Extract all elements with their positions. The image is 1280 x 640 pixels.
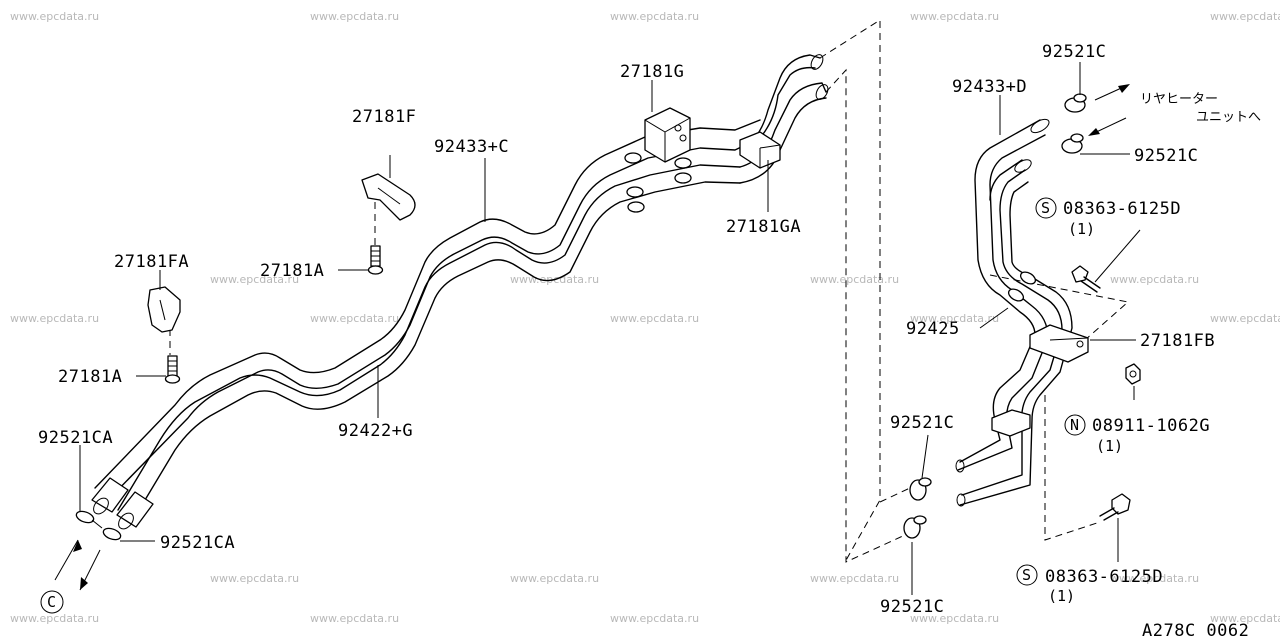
bolt-08363-bottom bbox=[1099, 493, 1131, 521]
bolt-27181a-top bbox=[367, 245, 384, 275]
callout-27181ga: 27181GA bbox=[726, 217, 801, 237]
callout-27181fa: 27181FA bbox=[114, 252, 189, 272]
clamps-92521c-top bbox=[1061, 93, 1087, 154]
watermark: www.epcdata.ru bbox=[310, 612, 399, 625]
watermark: www.epcdata.ru bbox=[10, 312, 99, 325]
watermark: www.epcdata.ru bbox=[610, 10, 699, 23]
pipe-end-fitting bbox=[91, 477, 154, 530]
watermark: www.epcdata.ru bbox=[910, 612, 999, 625]
callout-08911-qty: (1) bbox=[1096, 437, 1123, 455]
watermark: www.epcdata.ru bbox=[1210, 312, 1280, 325]
callout-92521ca-top: 92521CA bbox=[38, 428, 113, 448]
watermark: www.epcdata.ru bbox=[1110, 273, 1199, 286]
callout-27181f: 27181F bbox=[352, 107, 416, 127]
diagram-code: A278C 0062 bbox=[1142, 621, 1249, 640]
bracket-27181g bbox=[624, 107, 692, 213]
watermark: www.epcdata.ru bbox=[510, 572, 599, 585]
watermark: www.epcdata.ru bbox=[810, 572, 899, 585]
bolt-27181a-bottom bbox=[164, 355, 181, 384]
callout-92433c: 92433+C bbox=[434, 137, 509, 157]
watermark: www.epcdata.ru bbox=[610, 312, 699, 325]
callout-92521c-3: 92521C bbox=[890, 413, 954, 433]
clip-27181f bbox=[361, 173, 416, 221]
note-line-1: リヤヒーター bbox=[1140, 92, 1218, 107]
watermarks: www.epcdata.ru www.epcdata.ru www.epcdat… bbox=[10, 10, 1280, 625]
tube-assembly-right bbox=[955, 118, 1073, 507]
reference-letter-c: C bbox=[47, 593, 56, 611]
callouts: 27181G 27181F 92433+C 27181GA 27181A 271… bbox=[38, 42, 1215, 617]
note-to-rear-heater: リヤヒーター ユニットへ bbox=[1140, 92, 1261, 125]
callout-27181a-bottom: 27181A bbox=[58, 367, 122, 387]
callout-08363-top-qty: (1) bbox=[1068, 220, 1095, 238]
watermark: www.epcdata.ru bbox=[210, 572, 299, 585]
symbol-s-bottom-text: S bbox=[1022, 566, 1031, 584]
tube-assembly-left bbox=[91, 54, 829, 530]
callout-92425: 92425 bbox=[906, 319, 960, 339]
bolt-08363-top bbox=[1071, 265, 1101, 293]
watermark: www.epcdata.ru bbox=[10, 10, 99, 23]
watermark: www.epcdata.ru bbox=[310, 10, 399, 23]
nut-08911 bbox=[1125, 363, 1141, 385]
callout-92422g: 92422+G bbox=[338, 421, 413, 441]
flow-arrows-left bbox=[54, 539, 101, 591]
clamps-92521c-bottom bbox=[903, 477, 932, 539]
callout-08363-top: 08363-6125D bbox=[1063, 199, 1181, 219]
callout-92521ca-bottom: 92521CA bbox=[160, 533, 235, 553]
watermark: www.epcdata.ru bbox=[610, 612, 699, 625]
symbol-s-top bbox=[1035, 197, 1057, 219]
clip-27181fa bbox=[147, 286, 181, 333]
callout-92521c-1: 92521C bbox=[1042, 42, 1106, 62]
reference-circle-c bbox=[40, 590, 64, 614]
callout-08911: 08911-1062G bbox=[1092, 416, 1210, 436]
watermark: www.epcdata.ru bbox=[910, 10, 999, 23]
watermark: www.epcdata.ru bbox=[910, 312, 999, 325]
callout-27181a-top: 27181A bbox=[260, 261, 324, 281]
callout-92521c-4: 92521C bbox=[880, 597, 944, 617]
dashed-connection-lines bbox=[169, 19, 1130, 563]
watermark: www.epcdata.ru bbox=[1210, 10, 1280, 23]
symbol-n bbox=[1064, 414, 1086, 436]
watermark: www.epcdata.ru bbox=[310, 312, 399, 325]
callout-27181fb: 27181FB bbox=[1140, 331, 1215, 351]
leader-lines bbox=[79, 62, 1141, 595]
bracket-27181fb bbox=[1029, 324, 1089, 363]
watermark: www.epcdata.ru bbox=[810, 273, 899, 286]
symbol-s-top-text: S bbox=[1041, 199, 1050, 217]
callout-08363-bottom: 08363-6125D bbox=[1045, 567, 1163, 587]
flow-arrows-right bbox=[1088, 84, 1130, 136]
bracket-lower-right bbox=[991, 409, 1031, 437]
watermark: www.epcdata.ru bbox=[1210, 612, 1280, 625]
watermark: www.epcdata.ru bbox=[210, 273, 299, 286]
watermark: www.epcdata.ru bbox=[10, 612, 99, 625]
symbols: S N S bbox=[1016, 197, 1086, 586]
symbol-n-text: N bbox=[1070, 416, 1079, 434]
symbol-s-bottom bbox=[1016, 564, 1038, 586]
callout-92521c-2: 92521C bbox=[1134, 146, 1198, 166]
bracket-27181ga bbox=[739, 131, 781, 169]
callout-08363-bottom-qty: (1) bbox=[1048, 587, 1075, 605]
note-line-2: ユニットへ bbox=[1196, 110, 1261, 125]
clamps-92521ca bbox=[75, 510, 122, 541]
watermark: www.epcdata.ru bbox=[1110, 572, 1199, 585]
callout-27181g: 27181G bbox=[620, 62, 684, 82]
callout-92433d: 92433+D bbox=[952, 77, 1027, 97]
